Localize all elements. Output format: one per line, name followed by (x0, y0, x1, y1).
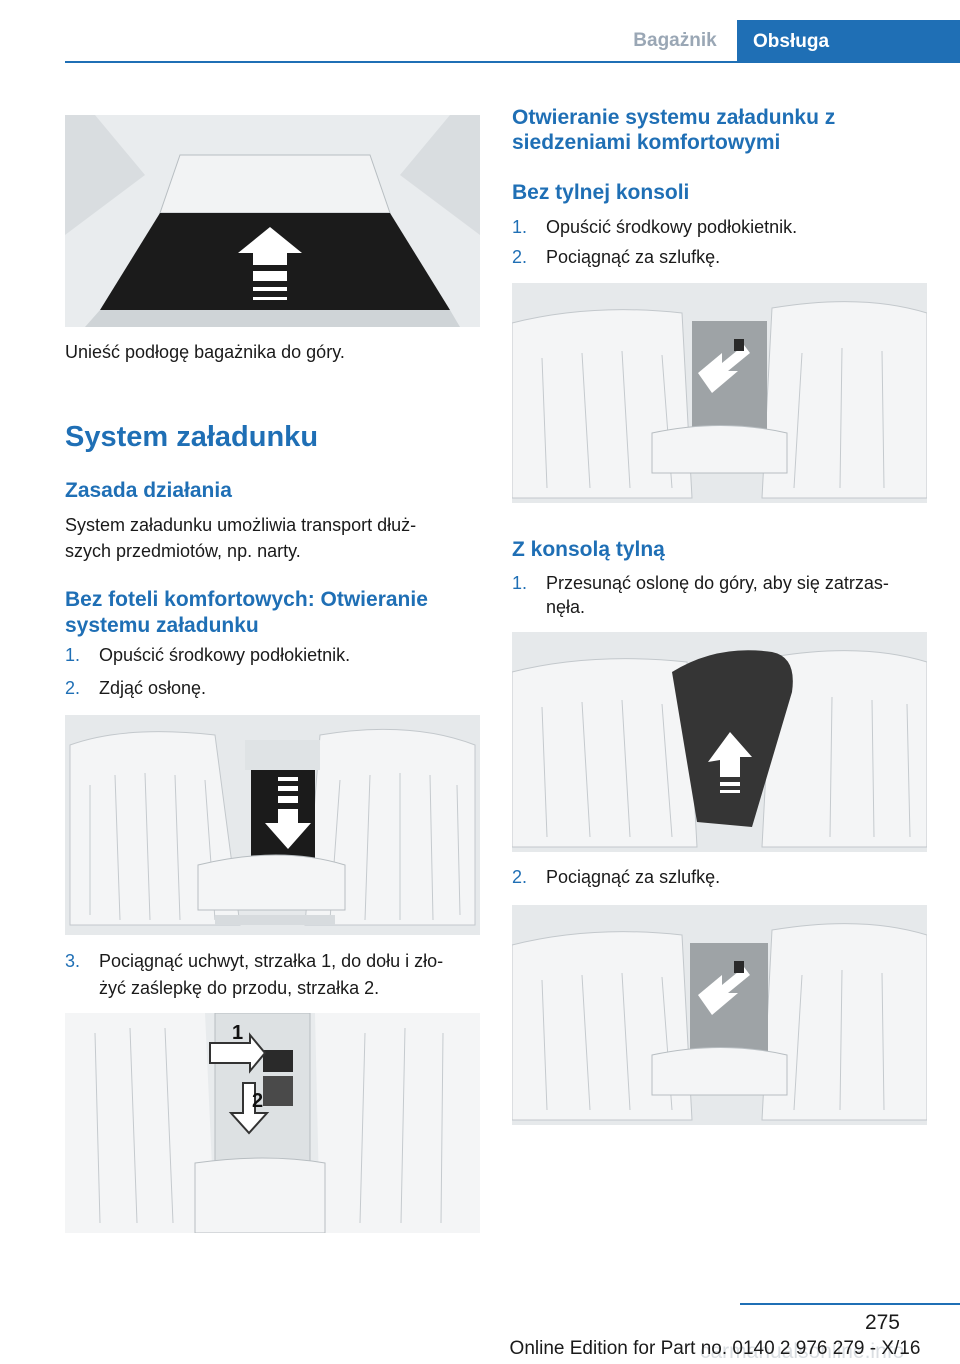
principle-text-2: szych przedmiotów, np. narty. (65, 541, 301, 561)
list-item-continuation: nęła. (512, 594, 942, 621)
callout-1: 1 (232, 1022, 244, 1044)
step-text: Opuścić środkowy podłokietnik. (546, 217, 798, 237)
step-text: Zdjąć osłonę. (99, 678, 207, 698)
no-comfort-heading-2: systemu załadunku (65, 614, 259, 637)
list-item: 1. Przesunąć oslonę do góry, aby się zat… (512, 570, 942, 597)
section-title: System załadunku (65, 421, 319, 453)
step-text-line2: nęła. (546, 597, 586, 617)
page-number: 275 (864, 1311, 900, 1334)
step-text: Opuścić środkowy podłokietnik. (99, 645, 351, 665)
footer-rule (740, 1303, 960, 1305)
list-item: 2. Pociągnąć za szlufkę. (512, 244, 942, 271)
edition-text: Online Edition for Part no. 0140 2 976 2… (509, 1338, 921, 1359)
step-text-line2: żyć zaślepkę do przodu, strzałka 2. (99, 978, 380, 998)
list-item: 1. Opuścić środkowy podłokietnik. (65, 642, 480, 669)
list-item-continuation: żyć zaślepkę do przodu, strzałka 2. (65, 975, 480, 1002)
tab-obsluga[interactable]: Obsługa (737, 20, 960, 63)
step-number: 3. (65, 951, 81, 971)
step-number: 2. (65, 678, 81, 698)
list-item: 1. Opuścić środkowy podłokietnik. (512, 214, 942, 241)
step-number: 2. (512, 247, 528, 267)
step-number: 1. (512, 217, 528, 237)
principle-text-1: System załadunku umożliwia transport dłu… (65, 515, 417, 535)
pull-loop-figure-1 (512, 283, 927, 503)
watermark: carmanualsonline.info (700, 1340, 905, 1363)
list-item: 2. Pociągnąć za szlufkę. (512, 864, 942, 891)
header-rule (65, 61, 960, 63)
list-item: 3. Pociągnąć uchwyt, strzałka 1, do dołu… (65, 948, 480, 1002)
handle-figure: 1 2 (65, 1013, 480, 1233)
caption-trunk-floor: Unieść podłogę bagażnika do góry. (65, 342, 345, 362)
pull-loop-figure-2 (512, 905, 927, 1125)
list-item: 2. Zdjąć osłonę. (65, 675, 480, 702)
with-rear-console-heading: Z konsolą tylną (512, 538, 665, 561)
step-number: 1. (512, 573, 528, 593)
comfort-seats-heading-1: Otwieranie systemu załadunku z (512, 106, 836, 129)
tab-bagaznik[interactable]: Bagażnik (633, 29, 717, 51)
step-text-line1: Przesunąć oslonę do góry, aby się zatrza… (546, 573, 889, 593)
rear-seat-cover-figure (65, 715, 480, 935)
step-text: Pociągnąć za szlufkę. (546, 867, 721, 887)
no-comfort-heading-1: Bez foteli komfortowych: Otwieranie (65, 588, 428, 611)
no-rear-console-heading: Bez tylnej konsoli (512, 181, 690, 204)
trunk-floor-figure (65, 115, 480, 327)
step-number: 1. (65, 645, 81, 665)
slide-cover-figure (512, 632, 927, 852)
callout-2: 2 (252, 1090, 264, 1112)
comfort-seats-heading-2: siedzeniami komfortowymi (512, 131, 781, 154)
principle-heading: Zasada działania (65, 479, 232, 502)
step-text-line1: Pociągnąć uchwyt, strzałka 1, do dołu i … (99, 951, 444, 971)
step-text: Pociągnąć za szlufkę. (546, 247, 721, 267)
step-number: 2. (512, 867, 528, 887)
